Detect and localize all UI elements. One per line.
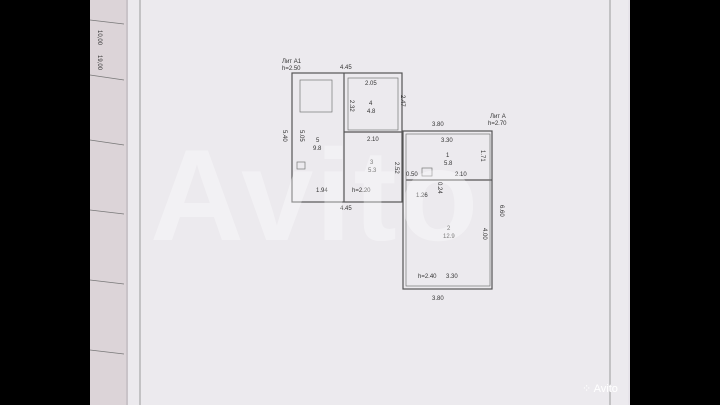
room-area: 4.8	[367, 109, 376, 115]
building-height: h=2.50	[282, 66, 301, 72]
dim: 2.10	[367, 137, 379, 143]
dim: 2.10	[455, 172, 467, 178]
room-area: 5.8	[444, 161, 453, 167]
page-frame	[89, 0, 611, 405]
dim-top: 4.45	[340, 65, 352, 71]
room-number: 3	[370, 160, 374, 166]
room-number: 1	[446, 153, 450, 159]
dim-left: 5.40	[281, 130, 287, 142]
dim-top: 3.80	[432, 122, 444, 128]
dim: 0.50	[406, 172, 418, 178]
margin-strip	[90, 0, 128, 405]
dim: h=2.20	[352, 188, 371, 194]
dim-right: 6.60	[498, 205, 504, 217]
dim: 2.47	[399, 95, 405, 107]
building-label: Лит А	[490, 114, 506, 120]
margin-number: 10,00	[96, 30, 102, 46]
dim: 2.52	[393, 162, 399, 174]
dim: 0.24	[436, 182, 442, 194]
dim: 1.71	[479, 150, 485, 162]
dim: 1.26	[416, 193, 428, 199]
dim: 3.30	[446, 274, 458, 280]
dim: 5.05	[298, 130, 304, 142]
brand-logo: ⁘ Avito	[582, 383, 618, 395]
dim-bottom: 3.80	[432, 296, 444, 302]
room-number: 4	[369, 101, 373, 107]
dim: h=2.40	[418, 274, 437, 280]
dim: 2.05	[365, 81, 377, 87]
room-number: 5	[316, 138, 320, 144]
dim-bottom: 4.45	[340, 206, 352, 212]
room-area: 12.9	[443, 234, 455, 240]
building-a	[402, 130, 493, 290]
building-height: h=2.70	[488, 121, 507, 127]
room-number: 2	[447, 226, 451, 232]
dim: 2.32	[348, 100, 354, 112]
building-label: Лит А1	[282, 59, 302, 65]
room-area: 9.8	[313, 146, 322, 152]
margin-number: 19,00	[96, 55, 102, 71]
dim: 1.94	[316, 188, 328, 194]
room-area: 5.3	[368, 168, 377, 174]
watermark: Avito	[150, 122, 481, 268]
brand-text: Avito	[593, 383, 618, 395]
dim: 4.00	[481, 228, 487, 240]
dim: 3.30	[441, 138, 453, 144]
building-a1	[291, 72, 403, 203]
